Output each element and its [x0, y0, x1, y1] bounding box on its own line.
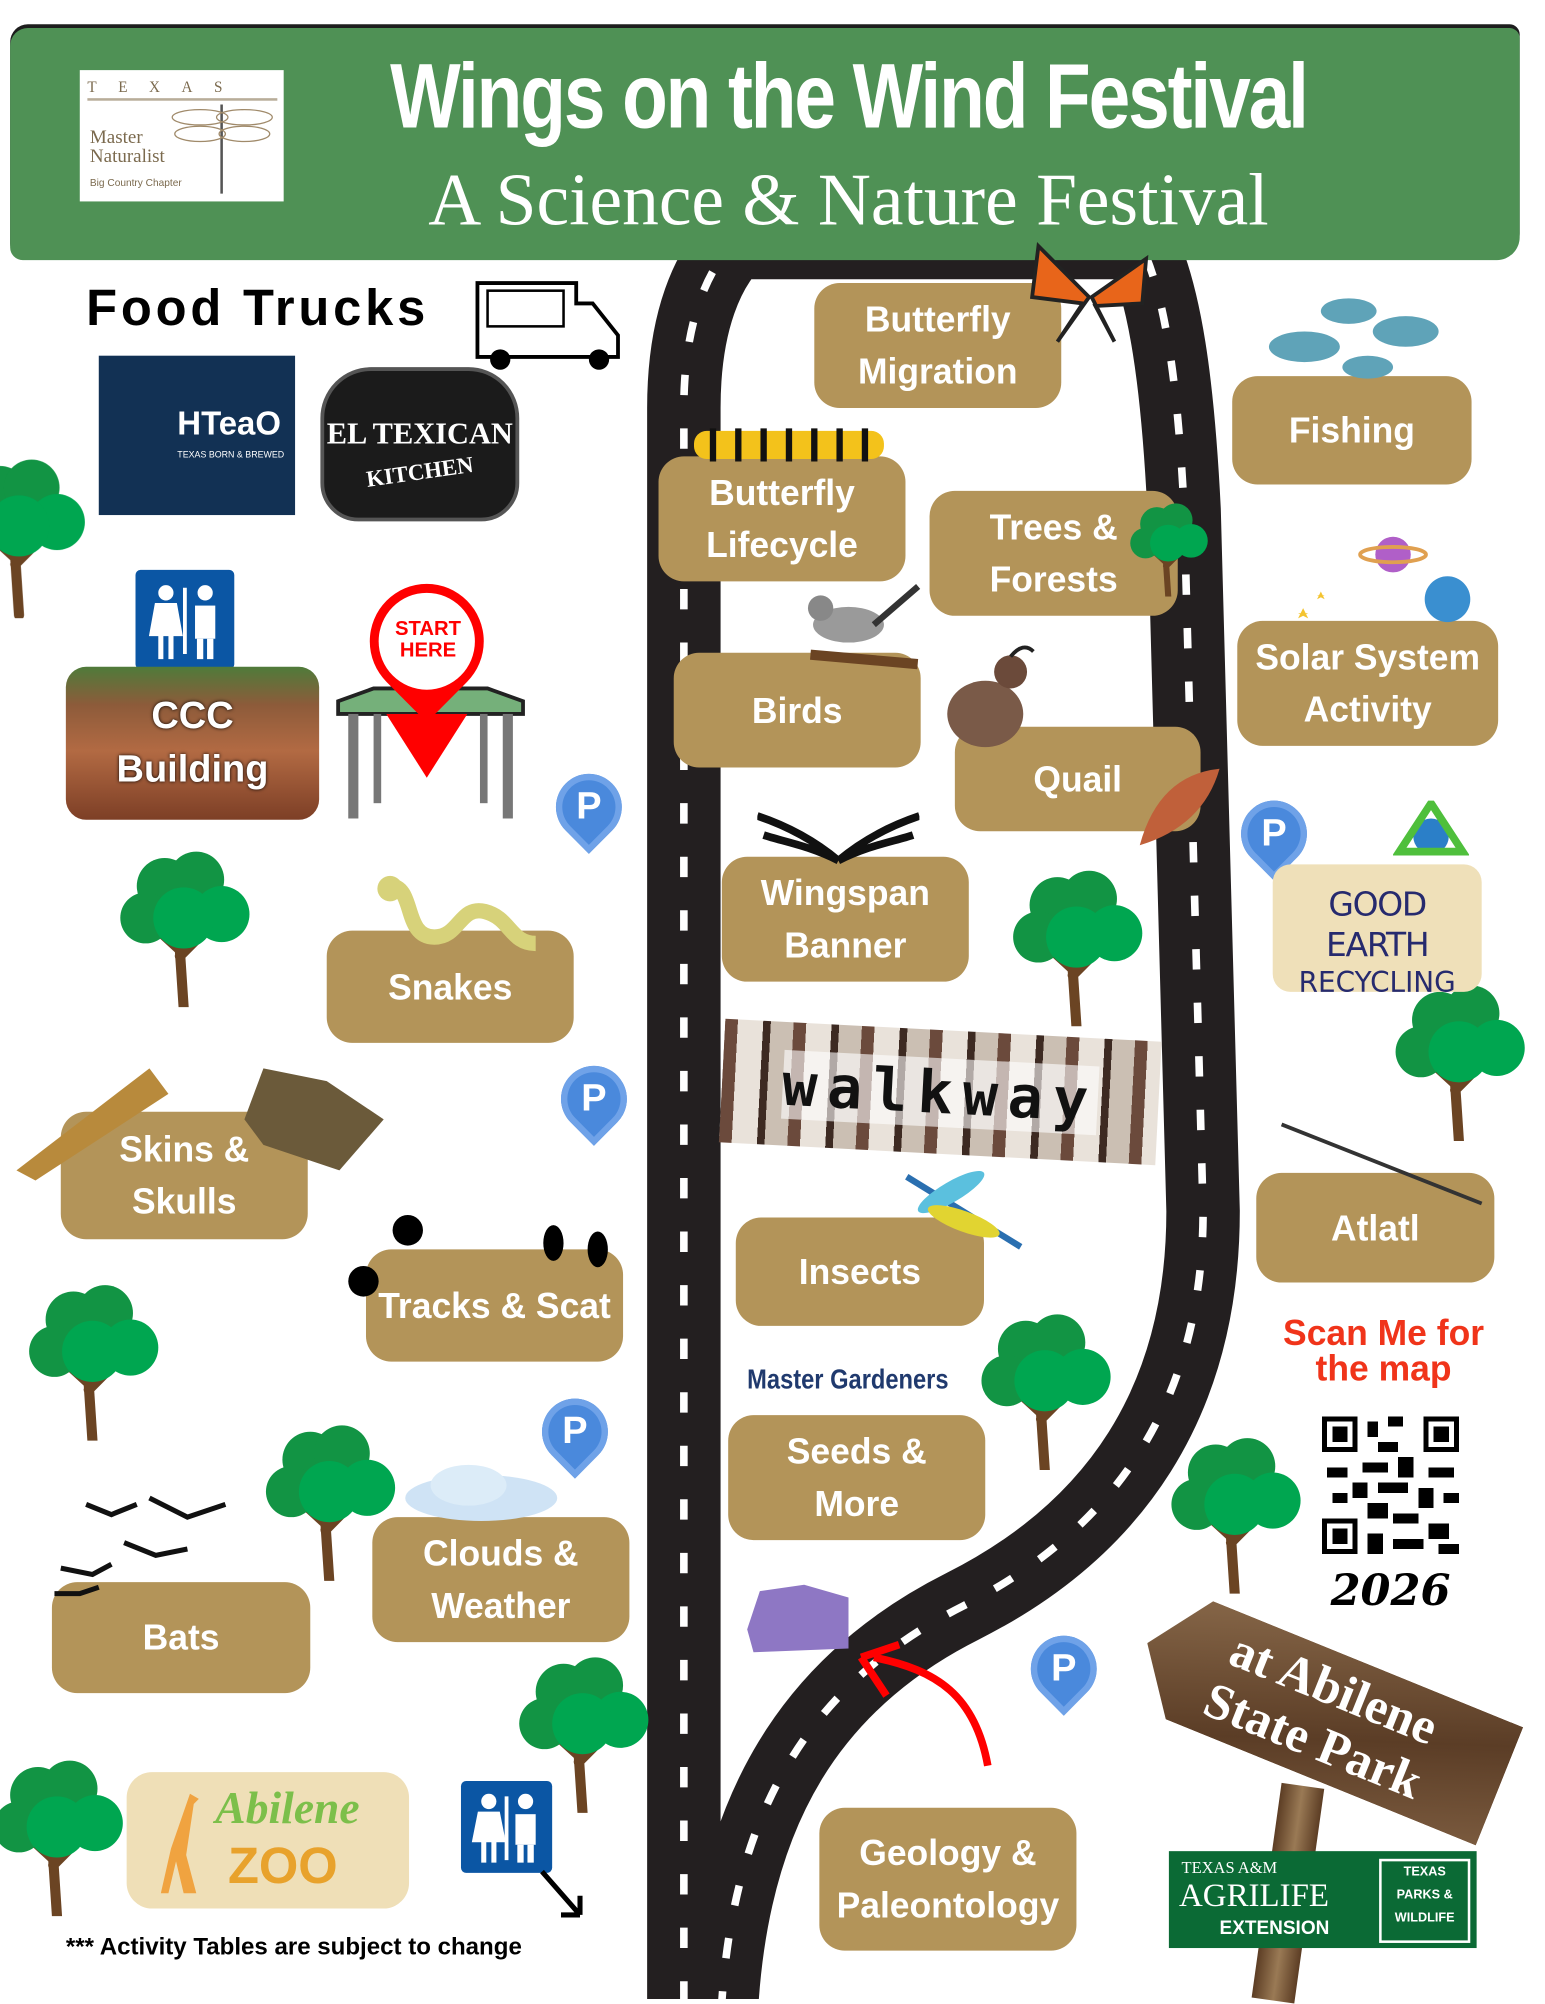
station-bats[interactable]: Bats: [51, 1582, 311, 1694]
agrilife-line2: AGRILIFE: [1179, 1876, 1330, 1914]
page-subtitle: A Science & Nature Festival: [428, 158, 1269, 241]
bats-icon: [54, 1495, 227, 1597]
tree-icon: [1121, 501, 1216, 597]
parking-marker[interactable]: P: [1017, 1621, 1111, 1716]
tree-icon: [975, 1311, 1114, 1470]
red-arrow-icon: [857, 1640, 992, 1767]
good-earth-recycling-logo: GOOD EARTH RECYCLING: [1272, 864, 1482, 1000]
parking-label: P: [576, 785, 602, 828]
bird-icon: [807, 584, 921, 670]
hteao-logo: HTeaO TEXAS BORN & BREWED: [98, 355, 296, 516]
el-texican-logo: EL TEXICAN KITCHEN: [320, 367, 520, 522]
master-gardeners-label: Master Gardeners: [747, 1362, 949, 1395]
tree-icon: [1007, 867, 1146, 1026]
el-texican-tagline: KITCHEN: [364, 451, 475, 492]
station-butterfly-lifecycle[interactable]: Butterfly Lifecycle: [658, 456, 906, 582]
ccc-building[interactable]: CCC Building: [65, 666, 320, 820]
monarch-butterfly-icon: [1029, 241, 1149, 343]
hteao-name: HTeaO: [177, 404, 281, 443]
start-pin-center: [378, 592, 475, 690]
start-here-label: START HERE: [395, 618, 462, 662]
tree-icon: [1389, 982, 1528, 1141]
parking-label: P: [581, 1077, 607, 1120]
tree-icon: [0, 1757, 127, 1916]
restroom-icon: [135, 569, 235, 670]
fish-icon: [1268, 298, 1439, 379]
agrilife-tpwd-logo: TEXAS A&M AGRILIFE EXTENSION TEXAS PARKS…: [1168, 1851, 1477, 1949]
amethyst-icon: [747, 1584, 849, 1653]
parking-label: P: [562, 1410, 588, 1453]
cloud-icon: [405, 1464, 558, 1521]
logo-name: Master Naturalist: [89, 127, 165, 168]
station-butterfly-migration[interactable]: Butterfly Migration: [814, 283, 1062, 408]
good-earth-line1: GOOD EARTH: [1326, 886, 1430, 966]
wings-icon: [757, 812, 920, 864]
recycle-icon: [1393, 800, 1470, 856]
arrow-down-right-icon: [540, 1869, 583, 1918]
parking-marker[interactable]: P: [547, 1052, 641, 1146]
qr-code[interactable]: [1317, 1411, 1464, 1560]
station-solar-system[interactable]: Solar System Activity: [1237, 620, 1499, 746]
station-clouds-weather[interactable]: Clouds & Weather: [372, 1517, 630, 1643]
tpwd-logo: TEXAS PARKS & WILDLIFE: [1379, 1858, 1471, 1943]
start-pin-tip: [386, 713, 468, 778]
year-label: 2026: [1330, 1565, 1451, 1617]
tree-icon: [1165, 1434, 1304, 1593]
station-insects[interactable]: Insects: [735, 1217, 984, 1326]
footnote: *** Activity Tables are subject to chang…: [65, 1934, 522, 1961]
skins-icon: [16, 1068, 384, 1181]
station-birds[interactable]: Birds: [673, 652, 921, 768]
restroom-icon: [460, 1781, 553, 1873]
dragonfly-icon: [171, 104, 273, 194]
station-seeds-more[interactable]: Seeds & More: [728, 1415, 986, 1541]
station-geology-paleontology[interactable]: Geology & Paleontology: [819, 1807, 1077, 1951]
zoo-line2: ZOO: [227, 1838, 338, 1895]
parking-marker[interactable]: P: [542, 760, 636, 854]
scan-me-label: Scan Me for the map: [1283, 1313, 1485, 1389]
zoo-line1: Abilene: [215, 1782, 360, 1834]
agrilife-line3: EXTENSION: [1219, 1917, 1330, 1940]
giraffe-icon: [160, 1793, 199, 1894]
logo-state: TEXAS: [87, 78, 278, 101]
paw-prints-icon: [348, 1214, 608, 1297]
tree-icon: [23, 1281, 162, 1440]
el-texican-name: EL TEXICAN: [326, 418, 513, 452]
tree-icon: [0, 453, 89, 619]
walkway-sign: walkway: [718, 1018, 1162, 1166]
station-fishing[interactable]: Fishing: [1232, 376, 1472, 485]
parking-label: P: [1261, 812, 1287, 855]
master-naturalist-logo: TEXAS Master Naturalist Big Country Chap…: [79, 70, 284, 202]
parking-label: P: [1051, 1647, 1077, 1690]
tree-icon: [114, 848, 253, 1007]
dragonfly-icon: [905, 1170, 1023, 1250]
food-truck-icon: [475, 281, 620, 370]
page-title: Wings on the Wind Festival: [390, 45, 1309, 148]
abilene-zoo-logo: Abilene ZOO: [126, 1772, 410, 1909]
feather-icon: [1139, 768, 1220, 846]
agrilife-line1: TEXAS A&M: [1181, 1857, 1278, 1877]
walkway-label: walkway: [780, 1049, 1101, 1135]
good-earth-line2: RECYCLING: [1298, 967, 1456, 1000]
food-trucks-heading: Food Trucks: [86, 280, 430, 337]
planets-icon: [1298, 536, 1471, 623]
atlatl-dart-icon: [1280, 1122, 1483, 1206]
caterpillar-icon: [693, 428, 884, 462]
station-wingspan-banner[interactable]: Wingspan Banner: [721, 856, 969, 982]
station-tracks-scat[interactable]: Tracks & Scat: [365, 1249, 624, 1362]
quail-icon: [947, 645, 1035, 748]
hteao-tagline: TEXAS BORN & BREWED: [177, 451, 285, 461]
snake-icon: [377, 875, 537, 952]
logo-chapter: Big Country Chapter: [89, 177, 182, 189]
